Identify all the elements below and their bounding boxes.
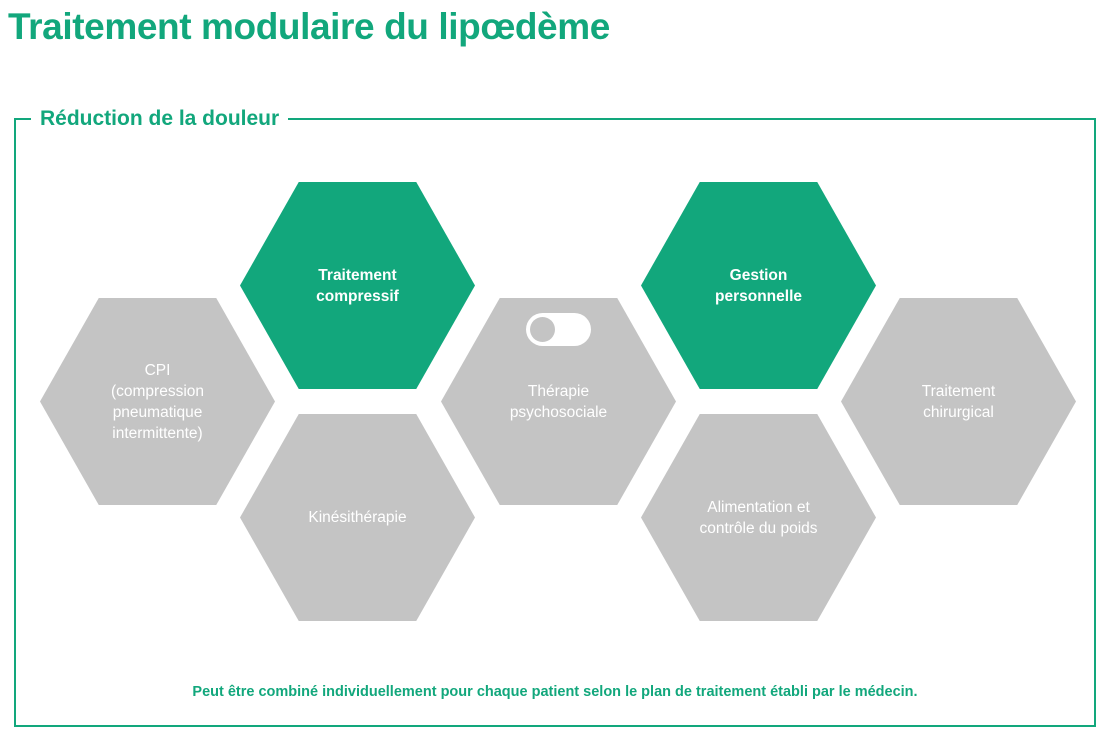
hexagon-traitement-compressif-label: Traitement compressif — [316, 266, 399, 305]
panel-legend-container: Réduction de la douleur — [31, 105, 289, 133]
hexagon-traitement-chirurgical-label: Traitement chirurgical — [921, 382, 996, 421]
hexagon-kinesitherapie-label: Kinésithérapie — [308, 509, 407, 526]
hexagon-cpi-label: CPI (compression pneumatique intermitten… — [110, 361, 205, 442]
toggle-switch-off-icon[interactable] — [526, 313, 591, 346]
toggle-knob — [530, 317, 555, 342]
hexagon-alimentation-controle-poids-label: Alimentation et contrôle du poids — [699, 498, 818, 537]
hexagon-alimentation-controle-poids[interactable]: Alimentation et contrôle du poids — [641, 414, 876, 621]
footer-note: Peut être combiné individuellement pour … — [192, 684, 918, 700]
page-title: Traitement modulaire du lipœdème — [8, 6, 610, 47]
hexagon-gestion-personnelle[interactable]: Gestion personnelle — [641, 182, 876, 389]
panel-legend-label: Réduction de la douleur — [40, 107, 280, 130]
reduction-douleur-panel — [14, 118, 1096, 727]
hexagon-gestion-personnelle-label: Gestion personnelle — [715, 266, 802, 305]
hexagon-icon-slot — [441, 313, 676, 346]
hexagon-therapie-psychosociale-label: Thérapie psychosociale — [509, 382, 608, 421]
